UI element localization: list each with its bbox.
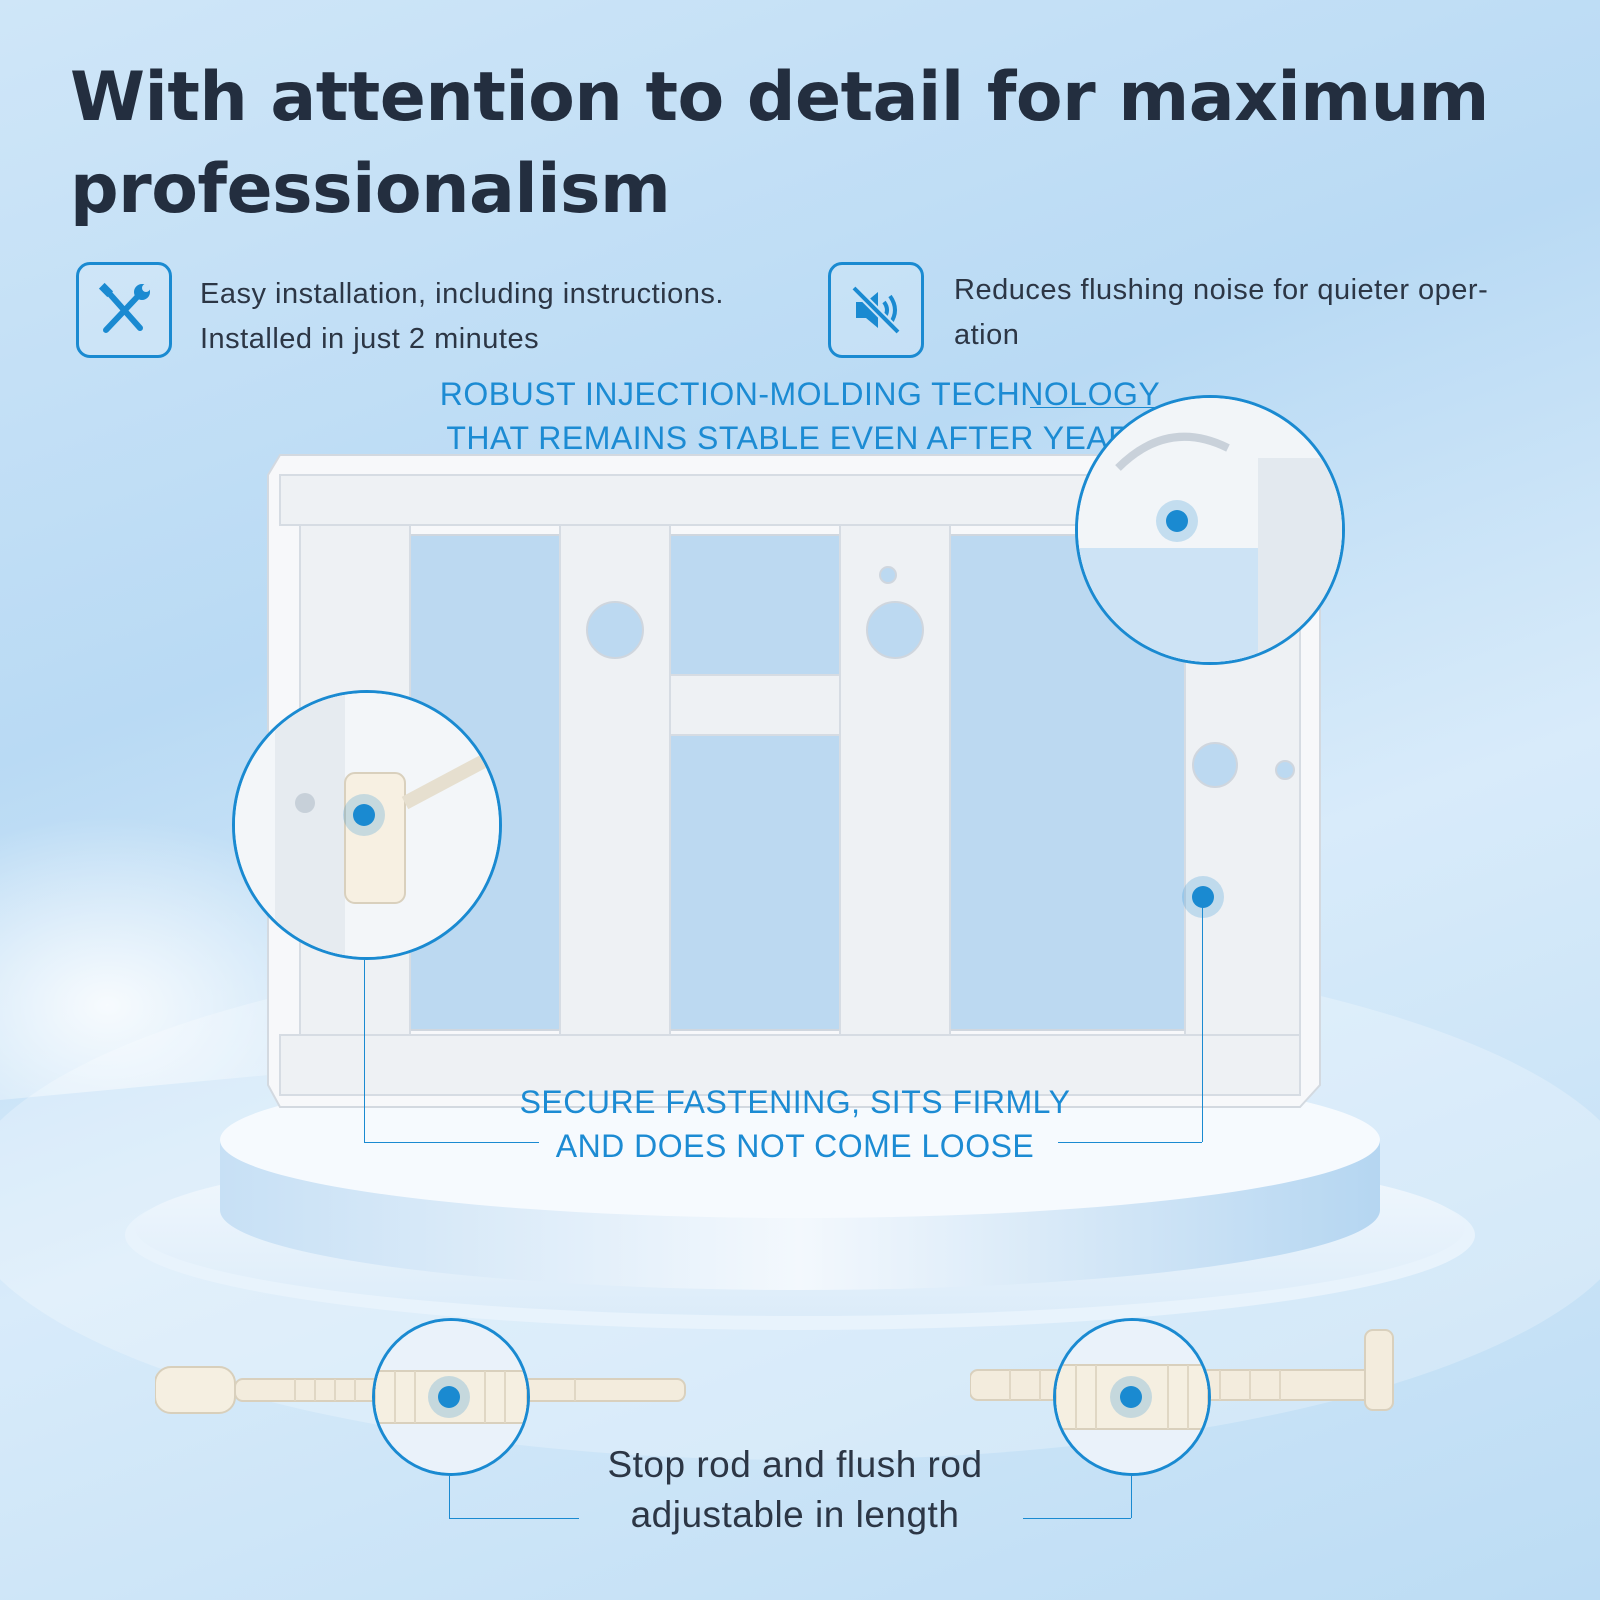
speaker-muted-icon xyxy=(851,285,901,335)
fastening-leader-line-right-h xyxy=(1058,1142,1202,1143)
fastening-leader-line-left-h xyxy=(364,1142,539,1143)
installation-feature-line1: Easy installation, including instruction… xyxy=(200,278,724,310)
rods-callout-line1: Stop rod and flush rod xyxy=(607,1444,983,1485)
noise-feature-line2: ation xyxy=(954,319,1020,351)
rods-callout: Stop rod and flush rod adjustable in len… xyxy=(560,1440,1030,1540)
installation-feature-text: Easy installation, including instruction… xyxy=(200,272,800,362)
noise-feature-line1: Reduces flushing noise for quieter oper- xyxy=(954,274,1489,306)
left-detail-zoom-circle xyxy=(232,690,502,960)
injection-molding-callout-line2: THAT REMAINS STABLE EVEN AFTER YEARS xyxy=(446,420,1154,456)
fastening-callout-line2: AND DOES NOT COME LOOSE xyxy=(555,1128,1035,1164)
rods-leader-line-left-v xyxy=(449,1476,450,1518)
noise-feature-text: Reduces flushing noise for quieter oper-… xyxy=(954,268,1574,358)
flush-rod-marker xyxy=(1120,1386,1142,1408)
rods-leader-line-left-h xyxy=(449,1518,579,1519)
rods-callout-line2: adjustable in length xyxy=(630,1494,960,1535)
fastening-leader-line-right-v xyxy=(1202,898,1203,1142)
top-detail-zoom-image xyxy=(1078,398,1342,662)
installation-feature-icon-box xyxy=(76,262,172,358)
page-title: With attention to detail for maximum pro… xyxy=(70,52,1530,236)
page-title-line2: professionalism xyxy=(70,150,671,229)
fastening-callout: SECURE FASTENING, SITS FIRMLY AND DOES N… xyxy=(500,1080,1090,1168)
tools-icon xyxy=(98,282,150,333)
rods-leader-line-right-h xyxy=(1023,1518,1131,1519)
right-detail-marker xyxy=(1192,886,1214,908)
injection-molding-leader-line xyxy=(1030,407,1178,408)
stop-rod-marker xyxy=(438,1386,460,1408)
noise-feature-icon-box xyxy=(828,262,924,358)
rods-leader-line-right-v xyxy=(1131,1476,1132,1518)
top-detail-zoom-circle xyxy=(1075,395,1345,665)
page-title-line1: With attention to detail for maximum xyxy=(70,58,1489,137)
fastening-leader-line-left-v xyxy=(364,960,365,1142)
left-detail-zoom-image xyxy=(235,693,499,957)
fastening-callout-line1: SECURE FASTENING, SITS FIRMLY xyxy=(519,1084,1071,1120)
top-detail-marker xyxy=(1166,510,1188,532)
injection-molding-callout-line1: ROBUST INJECTION-MOLDING TECHNOLOGY xyxy=(439,376,1161,412)
left-detail-marker xyxy=(353,804,375,826)
injection-molding-callout: ROBUST INJECTION-MOLDING TECHNOLOGY THAT… xyxy=(380,372,1220,460)
installation-feature-line2: Installed in just 2 minutes xyxy=(200,323,540,355)
